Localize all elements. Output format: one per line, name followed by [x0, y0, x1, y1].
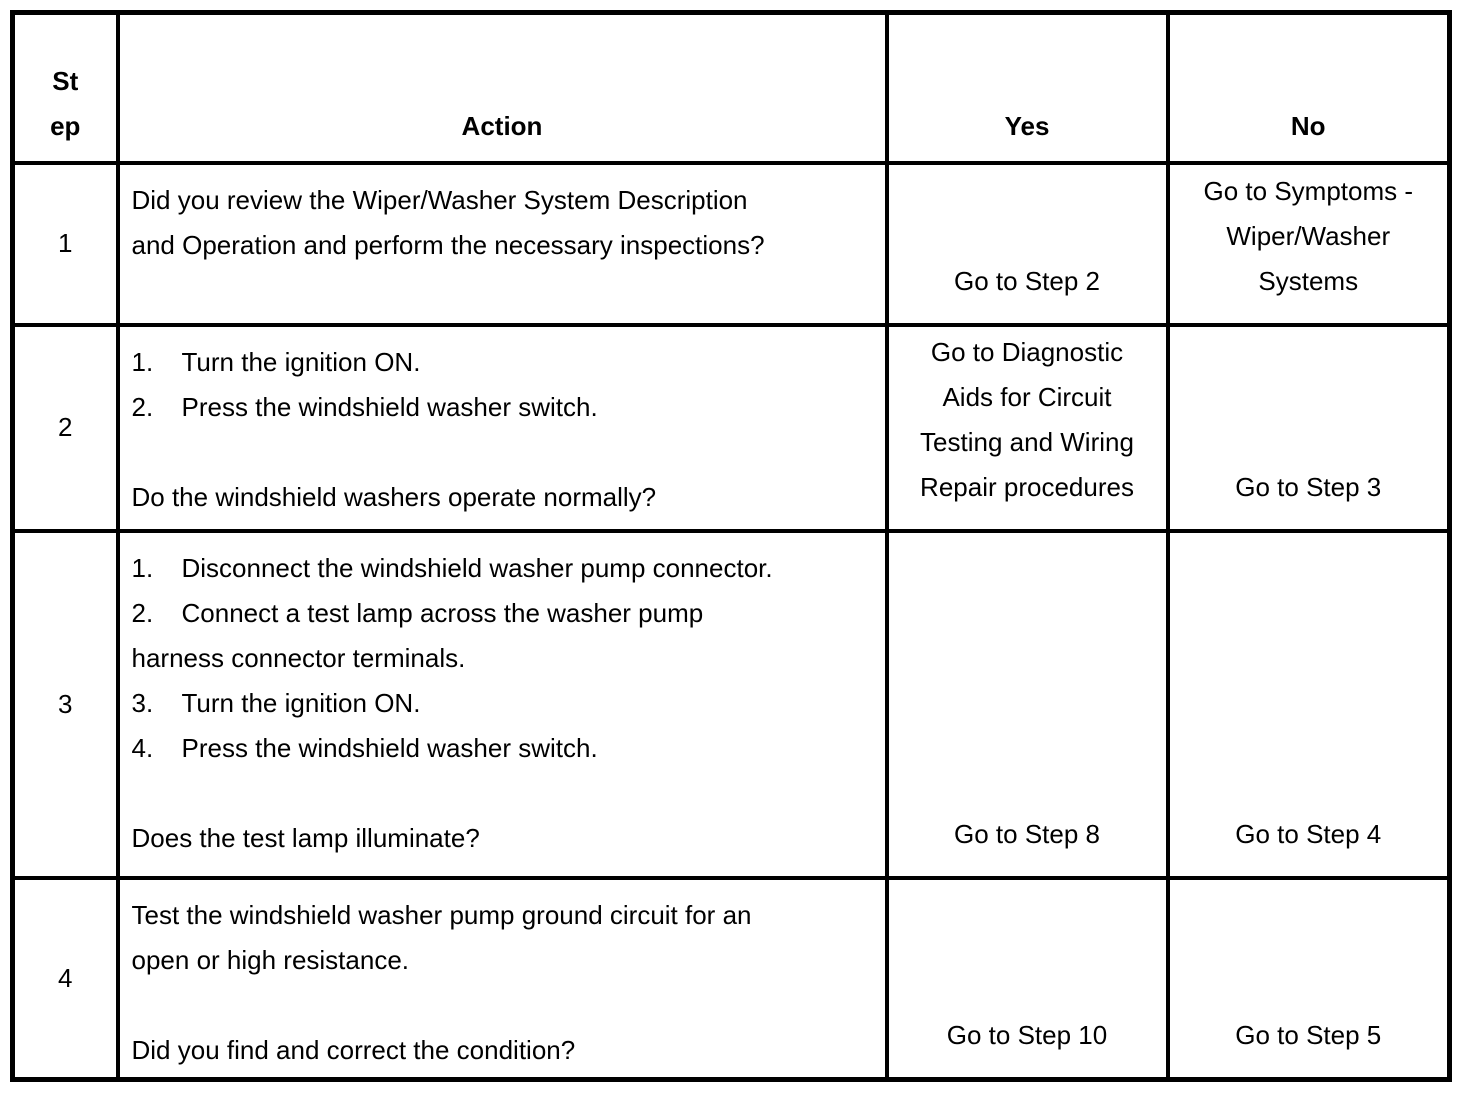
- step-number: 1: [10, 160, 120, 327]
- no-cell: Go to Step 3: [1165, 322, 1452, 533]
- action-cell: Did you review the Wiper/Washer System D…: [115, 160, 889, 327]
- action-line: and Operation and perform the necessary …: [131, 229, 765, 260]
- list-marker: 1.: [131, 552, 154, 583]
- action-line: harness connector terminals.: [131, 642, 466, 673]
- list-marker: 4.: [131, 732, 154, 763]
- header-step: St ep: [10, 10, 120, 165]
- table-body: 1 Did you review the Wiper/Washer System …: [10, 160, 1452, 1082]
- action-line: 1.Disconnect the windshield washer pump …: [132, 546, 867, 591]
- action-cell: Test the windshield washer pump ground c…: [115, 875, 889, 1082]
- no-instruction-line: Wiper/Washer: [1226, 220, 1391, 251]
- yes-instruction-line: Go to Step 2: [954, 265, 1100, 296]
- action-line: Did you review the Wiper/Washer System D…: [131, 184, 748, 215]
- yes-cell: Go to Step 2: [884, 160, 1170, 327]
- action-paragraph: Did you find and correct the condition?: [132, 1028, 867, 1073]
- no-cell: Go to Step 4: [1165, 528, 1452, 880]
- action-list-item: 4.Press the windshield washer switch.: [132, 726, 867, 771]
- action-list-item: 1.Turn the ignition ON.: [132, 340, 867, 385]
- yes-cell: Go to Step 8: [884, 528, 1170, 880]
- list-marker: 1.: [131, 346, 154, 377]
- header-action: Action: [115, 10, 889, 165]
- yes-instruction-line: Go to Diagnostic: [930, 336, 1124, 367]
- yes-instruction-line: Aids for Circuit: [942, 381, 1112, 412]
- action-line: 3.Turn the ignition ON.: [132, 681, 867, 726]
- step-number: 4: [10, 875, 120, 1082]
- action-list-item: 3.Turn the ignition ON.: [132, 681, 867, 726]
- action-list-item: 1.Disconnect the windshield washer pump …: [132, 546, 867, 591]
- no-instruction-line: Go to Symptoms -: [1203, 175, 1414, 206]
- header-no: No: [1165, 10, 1452, 165]
- yes-instruction-line: Testing and Wiring: [920, 426, 1134, 457]
- action-line: 4.Press the windshield washer switch.: [132, 726, 867, 771]
- no-instruction-line: Go to Step 4: [1235, 818, 1382, 849]
- table-row-step-4: 4 Test the windshield washer pump ground …: [10, 875, 1452, 1082]
- action-line: 2.Connect a test lamp across the washer …: [132, 591, 867, 636]
- action-line: Do the windshield washers operate normal…: [131, 481, 657, 512]
- yes-instruction-line: Go to Step 10: [946, 1020, 1108, 1050]
- action-line: 1.Turn the ignition ON.: [132, 340, 867, 385]
- list-marker: 2.: [131, 391, 154, 422]
- step-number: 3: [10, 528, 120, 880]
- step-number: 2: [10, 322, 120, 533]
- action-line: open or high resistance.: [131, 944, 410, 975]
- action-line: Does the test lamp illuminate?: [131, 822, 480, 853]
- diagnostic-table: St ep Action Yes No 1 Did you review the …: [10, 10, 1452, 1082]
- action-paragraph: Does the test lamp illuminate?: [132, 816, 867, 861]
- yes-cell: Go to Step 10: [884, 875, 1170, 1082]
- header-yes: Yes: [884, 10, 1170, 165]
- no-instruction-line: Systems: [1258, 265, 1359, 296]
- list-marker: 3.: [131, 687, 154, 718]
- yes-instruction-line: Repair procedures: [920, 471, 1134, 502]
- action-line: Did you find and correct the condition?: [131, 1034, 576, 1065]
- action-cell: 1.Disconnect the windshield washer pump …: [115, 528, 889, 880]
- action-paragraph: Do the windshield washers operate normal…: [132, 475, 867, 520]
- list-marker: 2.: [131, 597, 154, 628]
- yes-instruction-line: Go to Step 8: [954, 818, 1100, 849]
- header-row: St ep Action Yes No: [10, 10, 1452, 165]
- no-instruction-line: Go to Step 3: [1235, 471, 1382, 502]
- table-row-step-3: 3 1.Disconnect the windshield washer pump…: [10, 528, 1452, 880]
- action-line: Test the windshield washer pump ground c…: [131, 899, 752, 930]
- action-list-item: 2.Press the windshield washer switch.: [132, 385, 867, 430]
- action-line: 2.Press the windshield washer switch.: [132, 385, 867, 430]
- action-paragraph: Did you review the Wiper/Washer System D…: [132, 178, 867, 268]
- table-row-step-1: 1 Did you review the Wiper/Washer System …: [10, 160, 1452, 327]
- action-cell: 1.Turn the ignition ON.2.Press the winds…: [115, 322, 889, 533]
- action-list-item: 2.Connect a test lamp across the washer …: [132, 591, 867, 681]
- action-paragraph: Test the windshield washer pump ground c…: [132, 893, 867, 983]
- no-instruction-line: Go to Step 5: [1235, 1020, 1382, 1050]
- no-cell: Go to Step 5: [1165, 875, 1452, 1082]
